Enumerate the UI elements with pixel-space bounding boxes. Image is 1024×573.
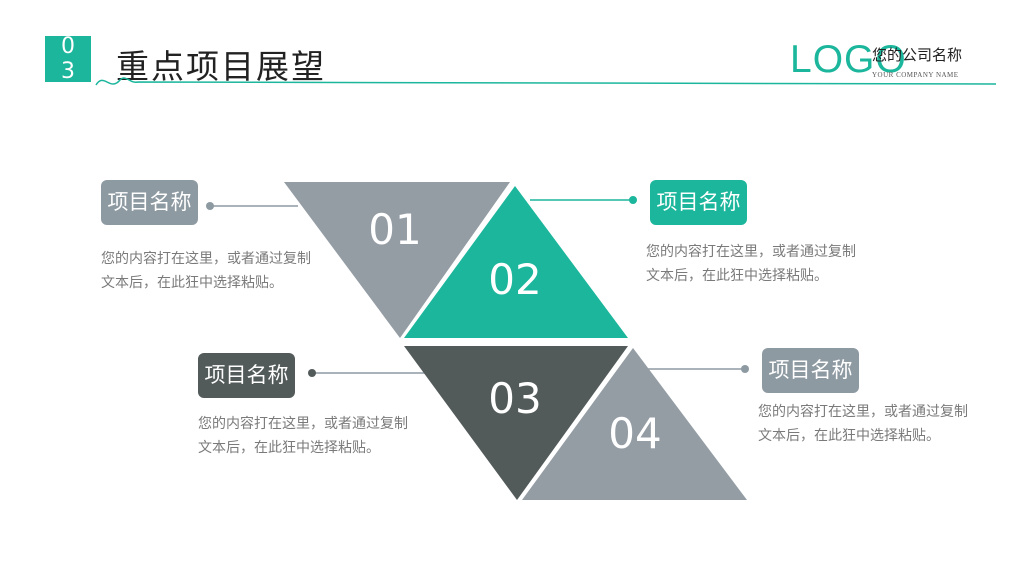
connector-01 bbox=[206, 202, 298, 210]
connector-03 bbox=[308, 369, 425, 377]
header-underline bbox=[95, 77, 997, 86]
triangle-number-04: 04 bbox=[608, 409, 661, 458]
triangle-02 bbox=[404, 186, 628, 338]
logo: LOGO bbox=[790, 38, 907, 81]
connector-02 bbox=[530, 196, 637, 204]
triangle-03 bbox=[404, 346, 628, 500]
company-name-en: YOUR COMPANY NAME bbox=[872, 71, 959, 79]
company-name: 您的公司名称 bbox=[872, 46, 963, 64]
item-01-title: 项目名称 bbox=[101, 180, 198, 225]
section-number-box: 03 bbox=[45, 36, 91, 82]
item-04-description: 您的内容打在这里，或者通过复制文本后，在此狂中选择粘贴。 bbox=[758, 404, 968, 444]
triangle-number-03: 03 bbox=[488, 374, 541, 423]
section-number: 03 bbox=[61, 36, 75, 82]
triangle-number-02: 02 bbox=[488, 255, 541, 304]
item-02-title: 项目名称 bbox=[650, 180, 747, 225]
item-03-title: 项目名称 bbox=[198, 353, 295, 398]
item-04-title: 项目名称 bbox=[762, 348, 859, 393]
triangle-01 bbox=[284, 182, 510, 338]
item-03-description: 您的内容打在这里，或者通过复制文本后，在此狂中选择粘贴。 bbox=[198, 416, 408, 456]
item-01-description: 您的内容打在这里，或者通过复制文本后，在此狂中选择粘贴。 bbox=[101, 251, 311, 291]
item-02-description: 您的内容打在这里，或者通过复制文本后，在此狂中选择粘贴。 bbox=[646, 244, 856, 284]
triangle-04 bbox=[522, 348, 747, 500]
triangle-number-01: 01 bbox=[368, 205, 421, 254]
page-title: 重点项目展望 bbox=[116, 47, 326, 86]
